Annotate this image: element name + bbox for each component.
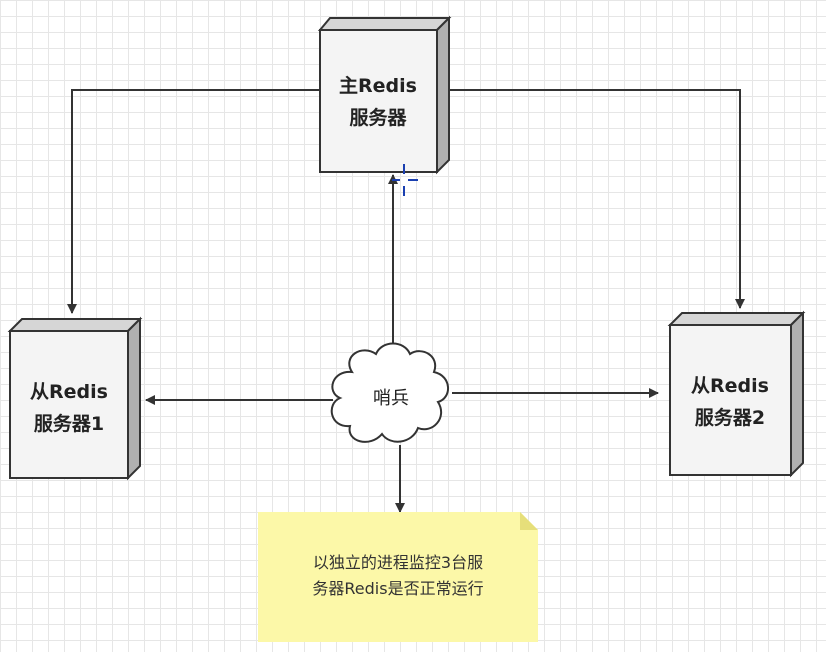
note-line2: 务器Redis是否正常运行 xyxy=(312,579,483,598)
slave1-label-line2: 服务器1 xyxy=(34,412,104,435)
cloud-icon xyxy=(330,342,449,443)
master-server-box[interactable]: 主Redis 服务器 xyxy=(317,15,452,175)
slave1-server-box[interactable]: 从Redis 服务器1 xyxy=(7,316,143,481)
master-to-slave1-arrow xyxy=(67,89,320,314)
connectors xyxy=(67,89,745,513)
master-to-slave2-arrow xyxy=(448,89,745,309)
slave1-label-line1: 从Redis xyxy=(30,381,108,403)
master-label-line2: 服务器 xyxy=(349,106,407,129)
note-fold xyxy=(520,512,538,530)
crosshair-cursor-icon xyxy=(392,164,418,196)
note-line1: 以独立的进程监控3台服 xyxy=(313,553,483,572)
slave2-label-line1: 从Redis xyxy=(691,375,769,397)
sentinel-cloud[interactable]: 哨兵 xyxy=(330,342,449,443)
slave2-label-line2: 服务器2 xyxy=(695,406,765,429)
note-box: 以独立的进程监控3台服 务器Redis是否正常运行 xyxy=(258,512,538,642)
master-label-line1: 主Redis xyxy=(339,75,417,97)
slave2-server-box[interactable]: 从Redis 服务器2 xyxy=(667,310,806,478)
sentinel-label: 哨兵 xyxy=(373,388,409,409)
